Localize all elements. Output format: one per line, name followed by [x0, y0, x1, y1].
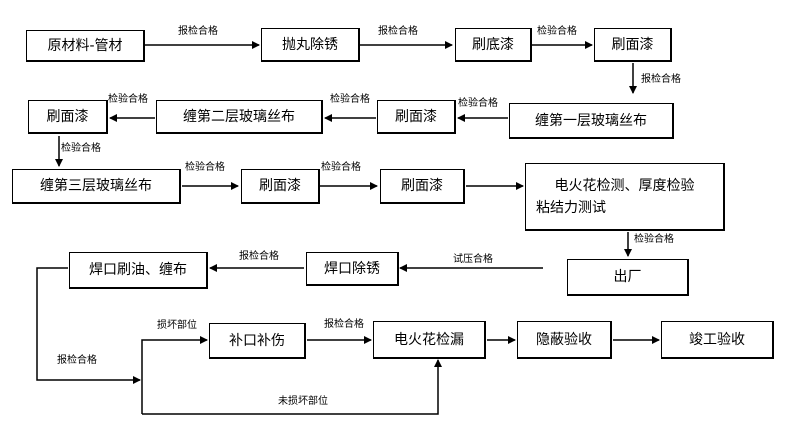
node-patch-repair-label: 补口补伤 — [229, 332, 285, 349]
node-inspection-line1: 电火花检测、厚度检验 — [554, 177, 695, 194]
node-inspection: 电火花检测、厚度检验 粘结力测试 — [525, 163, 725, 231]
node-glass-cloth-3-label: 缠第三层玻璃丝布 — [40, 178, 152, 194]
edge-label-inspection-down: 检验合格 — [634, 234, 674, 245]
node-glass-cloth-2-label: 缠第二层玻璃丝布 — [183, 108, 295, 125]
edge-label-damaged-part: 损坏部位 — [157, 320, 197, 331]
node-raw-pipe-label: 原材料-管材 — [47, 37, 123, 54]
node-topcoat-1-label: 刷面漆 — [611, 36, 654, 53]
node-glass-cloth-1: 缠第一层玻璃丝布 — [509, 103, 674, 139]
edge-label-cloth2-to-topcoat3: 检验合格 — [108, 94, 148, 105]
edge-label-weld-derust-to-paint: 报检合格 — [239, 251, 279, 262]
node-primer: 刷底漆 — [455, 28, 532, 62]
node-topcoat-3: 刷面漆 — [28, 100, 108, 134]
node-weld-paint-wrap-label: 焊口刷油、缠布 — [89, 262, 187, 278]
node-concealed-acceptance: 隐蔽验收 — [517, 321, 612, 359]
node-inspection-line2: 粘结力测试 — [536, 199, 606, 216]
edge-label-undamaged-part: 未损坏部位 — [278, 396, 328, 407]
edge-label-raw-to-shotblast: 报检合格 — [178, 26, 218, 37]
node-glass-cloth-2: 缠第二层玻璃丝布 — [156, 100, 323, 134]
node-spark-leak-test-label: 电火花检漏 — [394, 331, 464, 348]
node-glass-cloth-1-label: 缠第一层玻璃丝布 — [535, 112, 647, 129]
node-topcoat-2: 刷面漆 — [377, 100, 456, 134]
node-concealed-acceptance-label: 隐蔽验收 — [536, 331, 592, 348]
node-topcoat-3-label: 刷面漆 — [46, 108, 89, 125]
node-leave-factory: 出厂 — [567, 259, 689, 296]
node-topcoat-2-label: 刷面漆 — [395, 108, 437, 125]
node-primer-label: 刷底漆 — [472, 36, 514, 53]
node-topcoat-4-label: 刷面漆 — [259, 178, 301, 194]
node-patch-repair: 补口补伤 — [209, 323, 306, 359]
edge-label-topcoat3-down: 检验合格 — [61, 143, 101, 154]
edge-label-topcoat4-to-topcoat5: 检验合格 — [321, 162, 361, 173]
node-topcoat-4: 刷面漆 — [241, 169, 320, 204]
node-completion-acceptance-label: 竣工验收 — [689, 331, 745, 348]
node-shot-blast-label: 抛丸除锈 — [282, 36, 338, 53]
node-spark-leak-test: 电火花检漏 — [373, 321, 486, 359]
node-leave-factory-label: 出厂 — [613, 269, 642, 285]
node-weld-paint-wrap: 焊口刷油、缠布 — [69, 252, 208, 289]
node-shot-blast: 抛丸除锈 — [261, 28, 360, 62]
node-weld-derust: 焊口除锈 — [306, 252, 399, 286]
arrow-undamaged-to-spark — [142, 359, 442, 415]
arrow-paint-to-branch — [36, 267, 141, 384]
edge-label-topcoat1-down: 报检合格 — [641, 74, 681, 85]
edge-label-topcoat2-to-cloth2: 检验合格 — [330, 94, 370, 105]
node-topcoat-5: 刷面漆 — [380, 169, 465, 204]
edge-label-shotblast-to-primer: 报检合格 — [378, 26, 418, 37]
edge-label-cloth3-to-topcoat4: 检验合格 — [185, 162, 225, 173]
edge-label-cloth1-to-topcoat2: 检验合格 — [458, 98, 498, 109]
arrow-branch-to-patch — [141, 336, 208, 414]
node-raw-pipe: 原材料-管材 — [26, 30, 145, 62]
edge-label-patch-to-spark: 报检合格 — [324, 319, 364, 330]
edge-label-loop-report-pass: 报检合格 — [57, 355, 97, 366]
node-topcoat-5-label: 刷面漆 — [401, 178, 443, 194]
edge-label-factory-to-weld: 试压合格 — [453, 254, 493, 265]
node-glass-cloth-3: 缠第三层玻璃丝布 — [12, 169, 181, 204]
node-weld-derust-label: 焊口除锈 — [324, 260, 380, 277]
node-topcoat-1: 刷面漆 — [594, 28, 672, 62]
edge-label-primer-to-topcoat1: 检验合格 — [537, 26, 577, 37]
node-completion-acceptance: 竣工验收 — [661, 321, 774, 359]
